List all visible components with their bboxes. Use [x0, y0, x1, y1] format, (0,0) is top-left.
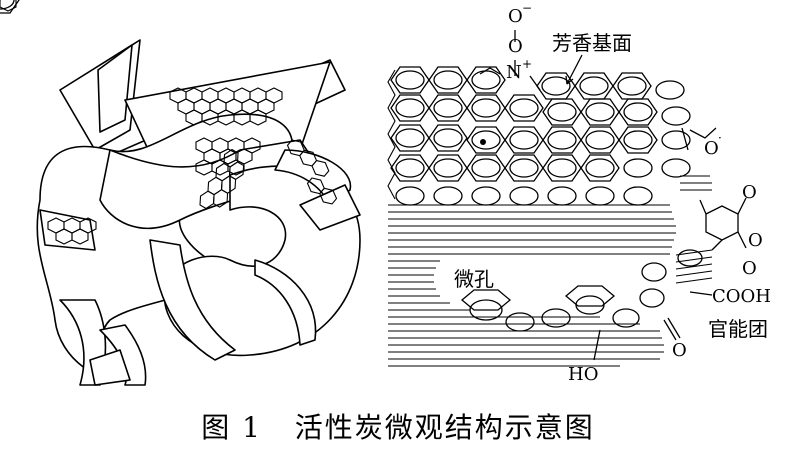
- label-o-upper: O: [508, 36, 523, 57]
- label-anhydride-top: O: [742, 182, 757, 203]
- charge-plus: +: [522, 57, 532, 71]
- label-aromatic-plane: 芳香基面: [552, 31, 632, 55]
- layer-edges: [387, 69, 713, 367]
- anhydride-group: [699, 197, 747, 251]
- label-ho: HO: [568, 364, 598, 385]
- pore-wall-rings: [460, 249, 703, 332]
- label-anhydride-bottom: O: [742, 258, 757, 279]
- label-n-plus: N: [506, 62, 522, 83]
- radical-dot: [480, 139, 486, 145]
- label-o-right: O: [704, 138, 719, 159]
- diagram-labels: O − O N + 芳香基面 O · O O O 微孔 COOH 官能团 O H…: [454, 1, 771, 385]
- label-functional-group: 官能团: [708, 317, 768, 341]
- label-anhydride-mid: O: [748, 230, 763, 251]
- label-o-ketone: O: [672, 340, 687, 361]
- aromatic-plane-arrow: [566, 54, 583, 85]
- charge-minus: −: [522, 1, 532, 15]
- figure-caption: 图 1 活性炭微观结构示意图: [0, 406, 796, 446]
- label-cooh: COOH: [712, 286, 771, 307]
- charge-right: ·: [718, 131, 722, 145]
- crumpled-sheet-illustration: [36, 39, 361, 386]
- hexagon-patches: [0, 0, 340, 245]
- label-o-minus: O: [508, 6, 523, 27]
- nitro-group: [479, 30, 541, 91]
- caption-number: 图 1: [201, 411, 262, 444]
- caption-text: 活性炭微观结构示意图: [294, 411, 595, 444]
- graphene-layer-stack: [0, 0, 747, 367]
- label-micropore: 微孔: [454, 267, 494, 291]
